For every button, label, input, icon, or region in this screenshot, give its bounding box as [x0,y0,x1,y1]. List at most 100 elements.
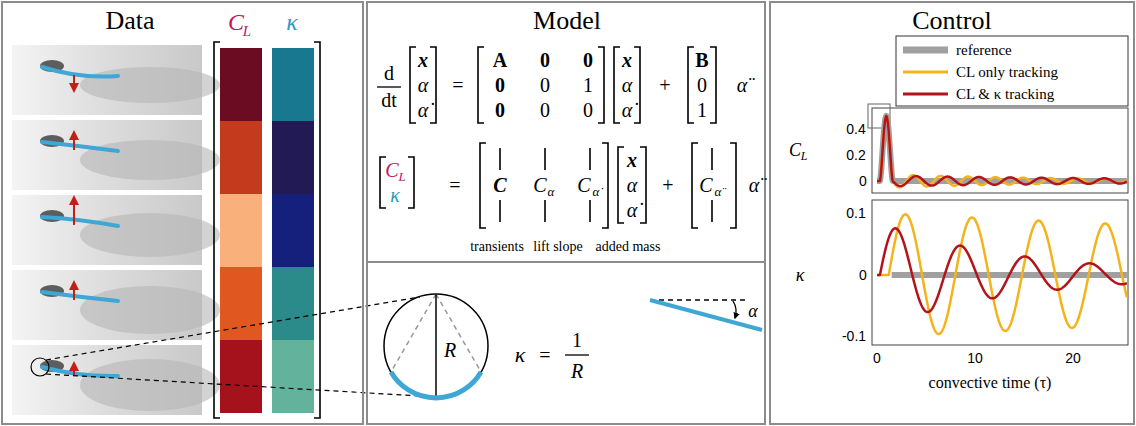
math-symbol: = [539,345,550,365]
wake [80,67,220,103]
bracket [634,47,640,123]
bracket [640,147,646,223]
flow-snapshots [12,45,220,415]
wake [80,213,220,257]
column-bar [499,200,501,222]
axis-tick: 0 [859,268,867,282]
math-symbol: α̇ [627,200,638,220]
column-bar [499,148,501,170]
math-symbol: α̇ [418,100,429,120]
legend-text: CL & κ tracking [956,87,1054,102]
radius-line [435,294,437,398]
bracket [618,147,624,223]
axis-tick: 20 [1065,351,1081,365]
bracket [730,143,736,228]
axes-frame [872,108,1128,193]
data-curve [877,116,1127,181]
data-curve [877,116,1127,186]
math-symbol: 0 [583,100,593,120]
math-symbol: + [659,75,670,95]
airfoil-line [650,300,762,330]
math-symbol: L [398,170,405,183]
math-symbol: dt [381,90,397,110]
math-symbol: C [577,175,590,195]
angle-arc [733,301,736,318]
math-symbol: 0 [495,75,505,95]
axes-frame [872,200,1128,345]
airfoil [42,367,118,376]
math-symbol: + [662,175,673,195]
legend-sample [903,93,948,96]
panel-title: Model [533,7,601,36]
math-symbol: 1 [583,75,593,95]
fraction-bar [565,354,589,355]
flow-snapshot [12,345,220,415]
zoom-circle [31,358,49,376]
color-cell [220,340,262,413]
math-symbol: κ [515,344,526,366]
airfoil [42,67,118,77]
bracket [602,143,608,228]
math-symbol: 0 [540,50,550,70]
annotation: lift slope [533,240,582,254]
math-symbol: κ [390,185,400,205]
plot-curves [877,116,1127,334]
curvature-circle [384,294,488,398]
math-symbol: C [493,175,506,195]
math-symbol: C [533,175,546,195]
lift-arrow [73,363,75,375]
column-header: L [243,24,251,39]
legend-text: CL only tracking [956,65,1058,80]
color-cell [272,121,314,194]
axis-tick: 0.2 [846,148,865,162]
math-symbol: α [622,75,633,95]
bracket [478,47,484,123]
math-symbol: 0 [583,50,593,70]
radius-line [436,294,481,372]
bracket [314,42,320,418]
math-symbol: α [418,75,429,95]
math-symbol: α [627,175,638,195]
airfoil [42,142,118,151]
column-bar [711,148,713,170]
math-symbol: = [449,175,460,195]
airfoil [42,217,118,226]
color-cell [272,340,314,413]
math-symbol: x [627,150,637,170]
math-symbol: x [418,50,428,70]
bracket [688,47,694,123]
column-header: C [228,10,244,34]
math-symbol: α [748,302,757,320]
color-cell [220,48,262,121]
lift-arrow [73,75,75,91]
wake [80,286,220,334]
math-symbol: 0 [540,75,550,95]
math-symbol: d [384,63,394,83]
airfoil [42,292,118,301]
axis-tick: -0.1 [842,329,866,343]
column-bar [544,148,546,170]
legend-box [896,36,1128,106]
wake [80,359,220,411]
column-bar [589,148,591,170]
math-symbol: 1 [697,100,707,120]
bracket [598,47,604,123]
legend-sample [903,71,948,74]
data-curve [877,214,1127,334]
legend-sample [903,47,948,54]
math-symbol: α̈ [737,75,748,95]
bracket [710,47,716,123]
bracket [410,47,416,123]
panel-title: Control [912,7,991,36]
color-cell [220,194,262,267]
flow-snapshot [12,120,220,190]
math-symbol: R [571,361,583,381]
math-symbol: α̇ [593,185,600,198]
math-symbol: C [385,160,398,180]
axis-label: κ [796,266,805,284]
model-figure [366,87,765,398]
bracket [614,47,620,123]
bracket [380,157,386,208]
axis-label: L [801,150,808,162]
plot-frames [868,36,1128,345]
